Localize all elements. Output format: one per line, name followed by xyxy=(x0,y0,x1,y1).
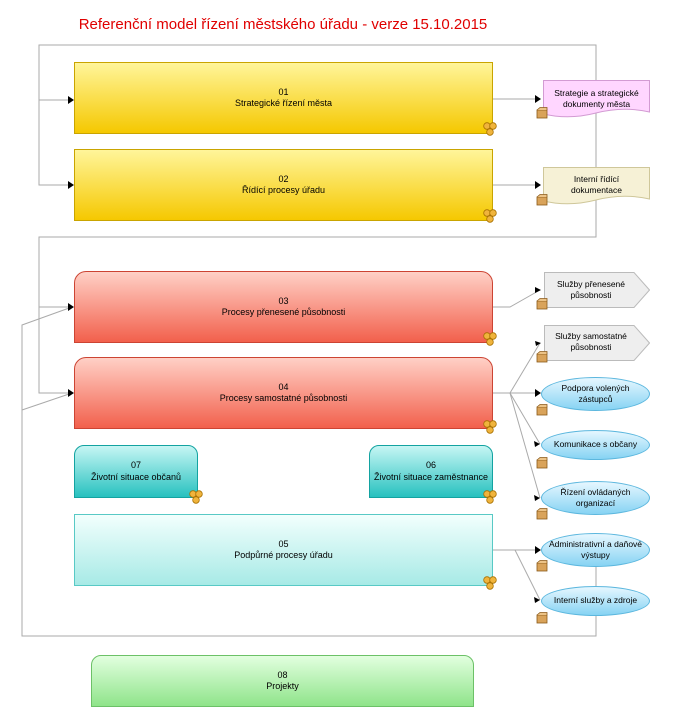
process-number: 04 xyxy=(278,381,289,392)
edge-p05-interni-sluzby xyxy=(514,549,541,601)
edge-p03-sluzby-prenesene xyxy=(493,289,541,308)
process-number: 02 xyxy=(278,173,289,184)
output-internal-services[interactable]: Interní služby a zdroje xyxy=(541,586,650,616)
process-number: 03 xyxy=(278,295,289,306)
package-icon xyxy=(536,194,548,206)
package-icon xyxy=(536,612,548,624)
process-05-support[interactable]: 05 Podpůrné procesy úřadu xyxy=(74,514,493,586)
process-number: 01 xyxy=(278,86,289,97)
subprocess-icon[interactable] xyxy=(483,209,497,223)
subprocess-icon[interactable] xyxy=(483,576,497,590)
process-label: Životní situace občanů xyxy=(90,471,182,482)
edge-p04-rizeni xyxy=(509,392,541,499)
loop-connector-p04 xyxy=(21,392,73,411)
process-02-management[interactable]: 02 Řídící procesy úřadu xyxy=(74,149,493,221)
process-number: 07 xyxy=(130,460,141,471)
package-icon xyxy=(536,404,548,416)
process-label: Strategické řízení města xyxy=(234,98,333,108)
process-label: Životní situace zaměstnance xyxy=(373,471,489,482)
package-icon xyxy=(536,457,548,469)
page-title: Referenční model řízení městského úřadu … xyxy=(78,16,488,33)
output-independent-services[interactable]: Služby samostatné působnosti xyxy=(555,331,627,353)
process-label: Procesy samostatné působnosti xyxy=(219,393,348,403)
subprocess-icon[interactable] xyxy=(483,122,497,136)
output-delegated-services[interactable]: Služby přenesené působnosti xyxy=(556,279,626,301)
process-number: 08 xyxy=(277,669,288,680)
process-03-delegated[interactable]: 03 Procesy přenesené působnosti xyxy=(74,271,493,343)
package-icon xyxy=(536,298,548,310)
process-number: 06 xyxy=(425,460,436,471)
process-label: Procesy přenesené působnosti xyxy=(221,307,346,317)
process-04-independent[interactable]: 04 Procesy samostatné působnosti xyxy=(74,357,493,429)
package-icon xyxy=(536,508,548,520)
output-strategy-documents[interactable]: Strategie a strategické dokumenty města xyxy=(554,88,639,110)
document-shape xyxy=(543,167,650,205)
subprocess-icon[interactable] xyxy=(189,490,203,504)
subprocess-icon[interactable] xyxy=(483,332,497,346)
package-icon xyxy=(536,351,548,363)
process-label: Projekty xyxy=(266,681,299,691)
process-number: 05 xyxy=(278,538,289,549)
subprocess-icon[interactable] xyxy=(483,490,497,504)
package-icon xyxy=(536,107,548,119)
process-07-citizen-situations[interactable]: 07 Životní situace občanů xyxy=(74,445,198,498)
output-elected-support[interactable]: Podpora volených zástupců xyxy=(541,377,650,411)
output-organization-management[interactable]: Řízení ovládaných organizací xyxy=(541,481,650,515)
output-admin-tax[interactable]: Administrativní a daňové výstupy xyxy=(541,533,650,567)
package-icon xyxy=(536,560,548,572)
document-shape xyxy=(543,80,650,118)
process-label: Řídící procesy úřadu xyxy=(241,185,326,195)
output-internal-documentation[interactable]: Interní řídící dokumentace xyxy=(570,174,623,196)
process-08-projects[interactable]: 08 Projekty xyxy=(91,655,474,707)
process-label: Podpůrné procesy úřadu xyxy=(234,550,333,560)
output-citizen-communication[interactable]: Komunikace s občany xyxy=(541,430,650,460)
process-01-strategic[interactable]: 01 Strategické řízení města xyxy=(74,62,493,134)
loop-connector-middle xyxy=(38,193,597,394)
process-06-employee-situations[interactable]: 06 Životní situace zaměstnance xyxy=(369,445,493,498)
edge-p04-komunikace xyxy=(509,392,541,445)
edge-p04-sluzby-samostatne xyxy=(493,342,541,394)
subprocess-icon[interactable] xyxy=(483,420,497,434)
